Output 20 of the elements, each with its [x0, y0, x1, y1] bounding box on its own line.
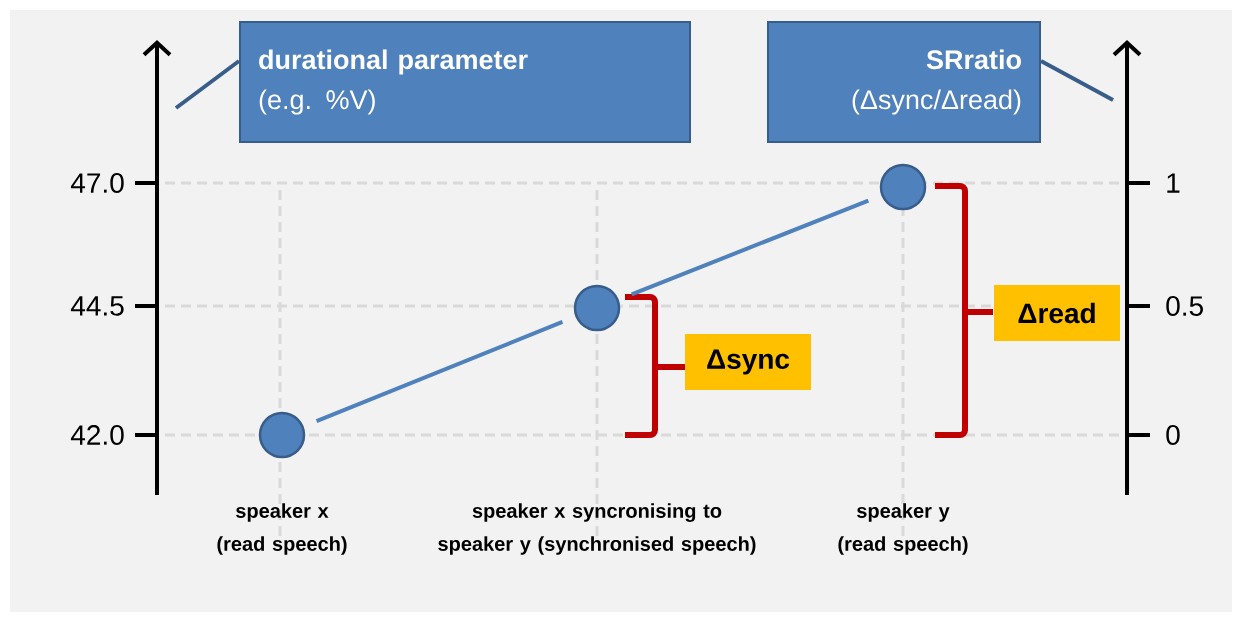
connector-line	[315, 320, 564, 423]
data-point	[258, 411, 306, 459]
leader-line	[174, 59, 241, 110]
tick-label: 44.5	[70, 296, 124, 316]
leader-line	[1040, 59, 1114, 102]
category-label: speaker x (read speech)	[217, 503, 347, 555]
tick-label: 0.5	[1166, 296, 1203, 316]
delta-label: Δread	[994, 285, 1120, 341]
delta-label: Δsync	[685, 334, 811, 390]
label-box: durational parameter (e.g. %V)	[239, 21, 691, 143]
data-point	[879, 163, 927, 211]
tick-label: 42.0	[70, 425, 124, 445]
data-point	[573, 284, 621, 332]
label-box: SRratio (Δsync/Δread)	[767, 21, 1041, 143]
tick-label: 0	[1166, 425, 1180, 445]
connector-line	[630, 198, 870, 297]
category-label: speaker y (read speech)	[838, 503, 968, 555]
tick-label: 1	[1167, 173, 1180, 193]
category-label: speaker x syncronising to speaker y (synchronised speech)	[438, 503, 756, 555]
tick-label: 47.0	[70, 173, 124, 193]
